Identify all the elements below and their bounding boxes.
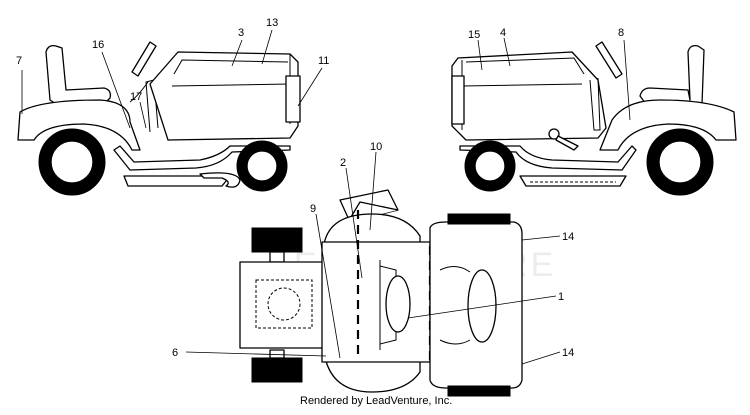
right-frame — [459, 145, 637, 171]
callout-3: 3 — [238, 27, 244, 39]
callout-17: 17 — [130, 91, 142, 103]
top-rear-right-wheel — [251, 357, 303, 383]
right-steering-wheel — [595, 41, 623, 79]
callout-1: 1 — [558, 291, 564, 303]
top-rear-deck — [239, 261, 325, 349]
left-side-view — [17, 41, 301, 196]
callout-6: 6 — [172, 347, 178, 359]
callout-14-bottom: 14 — [562, 347, 574, 359]
callout-9: 9 — [310, 203, 316, 215]
left-rear-fender — [17, 99, 141, 151]
callout-11: 11 — [318, 55, 329, 67]
left-steering-wheel — [131, 41, 157, 77]
top-rear-left-wheel — [251, 227, 303, 253]
callout-4: 4 — [500, 27, 506, 39]
right-seat — [639, 44, 705, 105]
callout-7: 7 — [16, 55, 22, 67]
callout-numbers: 7 16 17 3 13 11 15 4 8 2 10 9 6 1 14 14 — [16, 17, 624, 359]
callout-14-top: 14 — [562, 231, 574, 243]
right-rear-fender — [599, 99, 737, 151]
left-mower-deck — [123, 175, 231, 187]
left-seat — [45, 44, 112, 105]
top-view — [239, 189, 523, 397]
right-side-view — [451, 41, 737, 196]
left-frame — [113, 145, 291, 171]
right-mower-deck — [519, 175, 627, 187]
leader-lines — [21, 29, 631, 365]
left-hood — [149, 51, 299, 141]
callout-10: 10 — [370, 141, 382, 153]
top-body — [321, 241, 431, 363]
callout-13: 13 — [266, 17, 278, 29]
top-left-fender — [323, 213, 421, 245]
right-hood — [451, 51, 607, 141]
callout-15: 15 — [468, 29, 480, 41]
credit-text: Rendered by LeadVenture, Inc. — [300, 395, 452, 407]
callout-2: 2 — [340, 157, 346, 169]
callout-8: 8 — [618, 27, 624, 39]
callout-16: 16 — [92, 39, 104, 51]
